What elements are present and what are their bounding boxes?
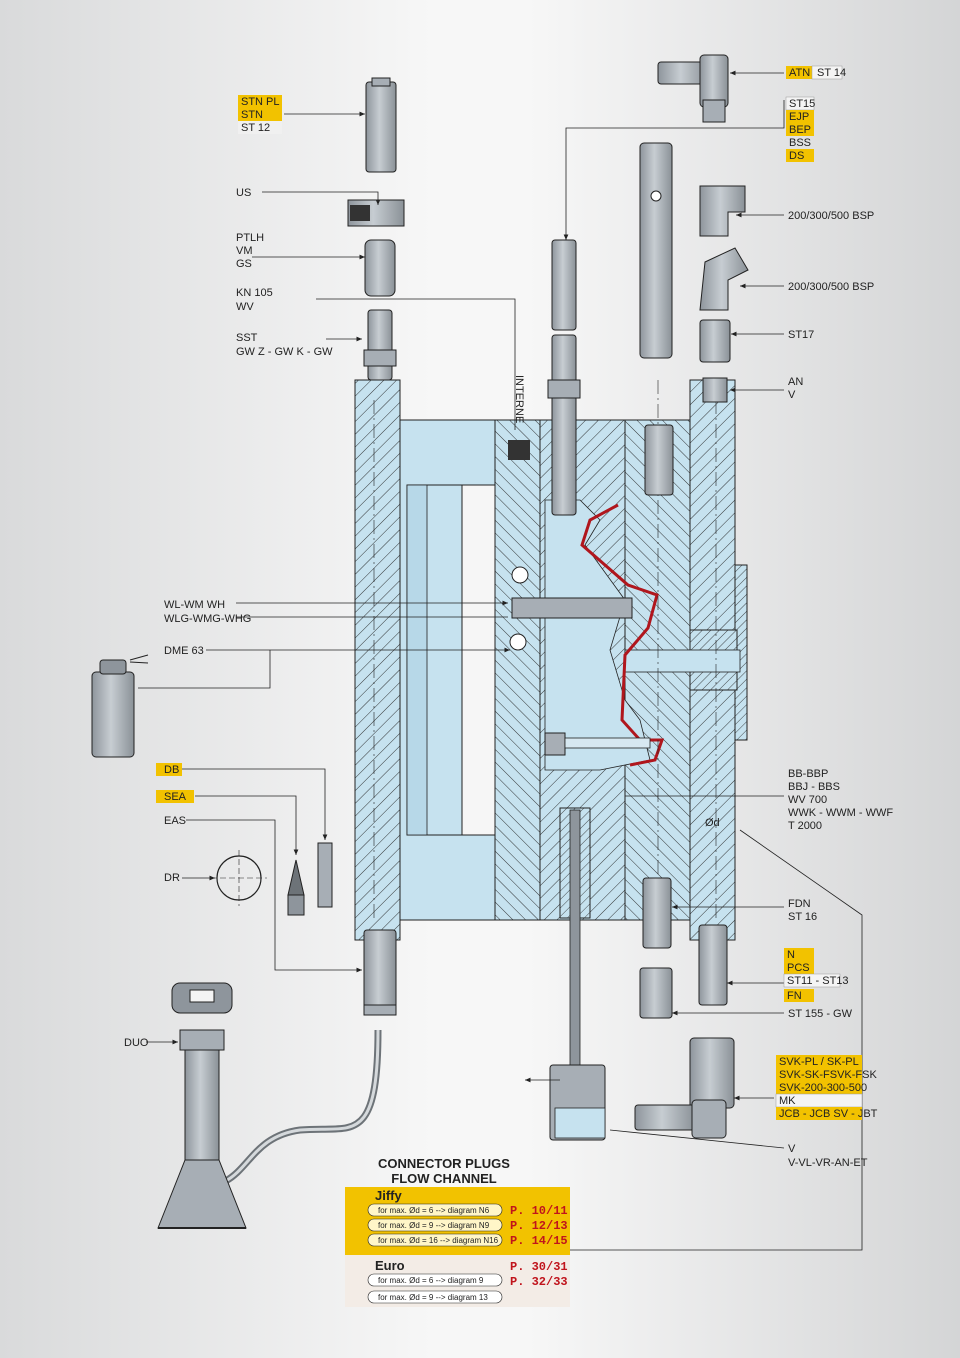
mold-body <box>354 379 748 1141</box>
label-wlg: WLG-WMG-WHG <box>164 613 251 625</box>
label-an: AN <box>788 376 803 388</box>
label-st15: ST15 <box>789 98 815 110</box>
label-stn-pl: STN PL <box>241 96 280 108</box>
bottom-left-fitting <box>363 929 397 1016</box>
db-part <box>317 842 333 908</box>
label-jcb: JCB - JCB SV - JBT <box>779 1108 878 1120</box>
elbow-fitting-1 <box>699 185 746 237</box>
label-bb: BB-BBP <box>788 768 828 780</box>
legend-euro-row-1: for max. Ød = 6 --> diagram 9 <box>378 1276 484 1285</box>
label-st17: ST17 <box>788 329 814 341</box>
label-st14: ST 14 <box>817 67 846 79</box>
fdn-plug <box>642 877 672 949</box>
legend-jiffy-row-1: for max. Ød = 6 --> diagram N6 <box>378 1206 490 1215</box>
legend-jiffy-page-3[interactable]: P. 14/15 <box>510 1234 568 1248</box>
label-duo: DUO <box>124 1037 149 1049</box>
label-bss: BSS <box>789 137 811 149</box>
label-gwz: GW Z - GW K - GW <box>236 346 333 358</box>
label-atn: ATN <box>789 67 810 79</box>
legend: CONNECTOR PLUGS FLOW CHANNEL Jiffy for m… <box>345 1156 570 1307</box>
label-wwk: WWK - WWM - WWF <box>788 807 893 819</box>
core-connector <box>547 239 581 516</box>
label-svk-3: SVK-200-300-500 <box>779 1082 867 1094</box>
label-st11: ST11 - ST13 <box>787 975 849 987</box>
label-us: US <box>236 187 251 199</box>
label-pcs: PCS <box>787 962 810 974</box>
legend-title-1: CONNECTOR PLUGS <box>378 1156 510 1171</box>
label-bsp-1: 200/300/500 BSP <box>788 210 874 222</box>
label-st16: ST 16 <box>788 911 817 923</box>
label-dme: DME 63 <box>164 645 204 657</box>
label-interne: INTERNE <box>513 375 525 423</box>
label-stn: STN <box>241 109 263 121</box>
legend-euro-page-1[interactable]: P. 30/31 <box>510 1260 568 1274</box>
label-bep: BEP <box>789 124 811 136</box>
label-sst: SST <box>236 332 258 344</box>
sst-nipple <box>363 309 397 381</box>
label-vvl: V-VL-VR-AN-ET <box>788 1157 868 1169</box>
stn-plug <box>365 77 397 173</box>
label-t2000: T 2000 <box>788 820 822 832</box>
us-coupling <box>347 199 405 227</box>
st16-nipple <box>639 967 673 1019</box>
legend-euro-row-2: for max. Ød = 9 --> diagram 13 <box>378 1293 488 1302</box>
duo-stand <box>157 982 247 1229</box>
label-kn105: KN 105 <box>236 287 273 299</box>
label-sea: SEA <box>164 791 187 803</box>
label-group-stn: STN PL STN ST 12 <box>238 95 282 134</box>
cavity-connector <box>644 424 674 496</box>
legend-jiffy-title: Jiffy <box>375 1188 403 1203</box>
n-pcs-plug <box>698 924 728 1006</box>
bep-wrench <box>639 142 673 359</box>
label-st12: ST 12 <box>241 122 270 134</box>
label-gs: GS <box>236 258 252 270</box>
dr-symbol <box>211 850 267 906</box>
an-plug <box>702 377 728 403</box>
label-st155: ST 155 - GW <box>788 1008 853 1020</box>
elbow-fitting-2 <box>699 247 749 311</box>
legend-jiffy-row-3: for max. Ød = 16 --> diagram N16 <box>378 1236 499 1245</box>
label-db: DB <box>164 764 179 776</box>
label-wl: WL-WM WH <box>164 599 225 611</box>
label-od: Ød <box>705 817 720 829</box>
label-bsp-2: 200/300/500 BSP <box>788 281 874 293</box>
label-svk-1: SVK-PL / SK-PL <box>779 1056 859 1068</box>
label-vm: VM <box>236 245 253 257</box>
legend-jiffy-page-2[interactable]: P. 12/13 <box>510 1219 568 1233</box>
label-dr: DR <box>164 872 180 884</box>
label-ptlh: PTLH <box>236 232 264 244</box>
label-fdn: FDN <box>788 898 811 910</box>
label-ejp: EJP <box>789 111 809 123</box>
legend-title-2: FLOW CHANNEL <box>391 1171 496 1186</box>
label-n: N <box>787 949 795 961</box>
legend-euro-page-2[interactable]: P. 32/33 <box>510 1275 568 1289</box>
label-ds: DS <box>789 150 804 162</box>
svk-coupling <box>634 1037 735 1139</box>
label-mk: MK <box>779 1095 796 1107</box>
label-svk-2: SVK-SK-FSVK-FSK <box>779 1069 877 1081</box>
st17-nut <box>699 319 731 363</box>
label-wv700: WV 700 <box>788 794 827 806</box>
label-eas: EAS <box>164 815 186 827</box>
legend-jiffy-page-1[interactable]: P. 10/11 <box>510 1204 568 1218</box>
label-fn: FN <box>787 990 802 1002</box>
label-wv: WV <box>236 301 254 313</box>
dme-spray-can <box>91 654 149 758</box>
label-v2: V <box>788 1143 796 1155</box>
legend-jiffy-row-2: for max. Ød = 9 --> diagram N9 <box>378 1221 490 1230</box>
atn-angle-plug <box>657 54 729 123</box>
sea-part <box>287 859 305 916</box>
label-bbj: BBJ - BBS <box>788 781 840 793</box>
label-v: V <box>788 389 796 401</box>
hose-segment <box>364 239 396 297</box>
legend-euro-title: Euro <box>375 1258 405 1273</box>
